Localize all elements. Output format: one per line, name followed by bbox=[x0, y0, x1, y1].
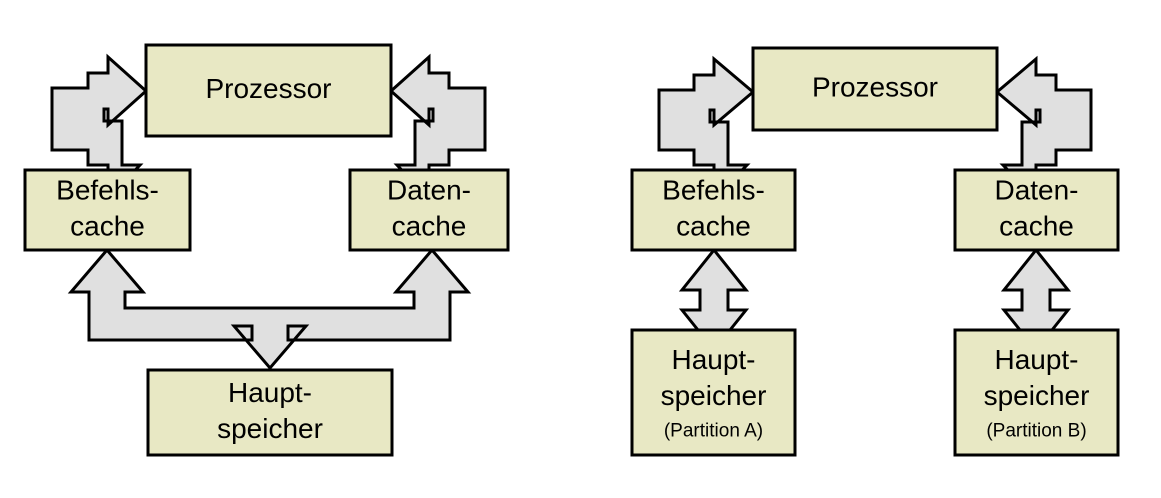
hauptspeicher-partition-b-box-rect bbox=[953, 328, 1120, 457]
bus-arrow-hauptspeicher-caches bbox=[67, 247, 472, 371]
befehls-cache-box-rect bbox=[23, 168, 192, 252]
prozessor-box-rect bbox=[144, 43, 393, 138]
befehls-cache-box-label-line-1: cache bbox=[676, 210, 751, 241]
daten-cache-box[interactable]: Daten-cache bbox=[348, 168, 510, 252]
hauptspeicher-partition-a-box-sublabel: (Partition A) bbox=[664, 421, 763, 442]
befehls-cache-box-label-line-1: cache bbox=[70, 210, 145, 241]
hauptspeicher-partition-a-box[interactable]: Haupt-speicher (Partition A) bbox=[630, 328, 797, 457]
befehls-cache-box-rect bbox=[630, 168, 797, 252]
daten-cache-box[interactable]: Daten-cache bbox=[953, 168, 1120, 252]
hauptspeicher-partition-a-box-rect bbox=[630, 328, 797, 457]
befehls-cache-box[interactable]: Befehls-cache bbox=[23, 168, 192, 252]
prozessor-box[interactable]: Prozessor bbox=[144, 43, 393, 138]
hauptspeicher-partition-a-box-label-line-1: speicher bbox=[661, 380, 767, 411]
diagram-geteilter-hauptspeicher: ProzessorBefehls-cacheDaten-cacheHaupt-s… bbox=[23, 43, 510, 457]
prozessor-box-label-line-0: Prozessor bbox=[812, 71, 938, 102]
daten-cache-box-label-line-0: Daten- bbox=[387, 174, 471, 205]
daten-cache-box-label-line-1: cache bbox=[999, 210, 1074, 241]
hauptspeicher-partition-a-box-label-line-0: Haupt- bbox=[671, 344, 755, 375]
hauptspeicher-partition-b-box[interactable]: Haupt-speicher (Partition B) bbox=[953, 328, 1120, 457]
hauptspeicher-partition-b-box-sublabel: (Partition B) bbox=[986, 421, 1086, 442]
hauptspeicher-partition-b-box-label-line-0: Haupt- bbox=[994, 344, 1078, 375]
hauptspeicher-box[interactable]: Haupt-speicher bbox=[146, 368, 394, 457]
daten-cache-box-label-line-1: cache bbox=[392, 210, 467, 241]
hauptspeicher-partition-b-box-label-line-1: speicher bbox=[984, 380, 1090, 411]
befehls-cache-box-label-line-0: Befehls- bbox=[662, 174, 765, 205]
prozessor-box[interactable]: Prozessor bbox=[751, 46, 999, 132]
daten-cache-box-rect bbox=[348, 168, 510, 252]
befehls-cache-box-label-line-0: Befehls- bbox=[56, 174, 159, 205]
hauptspeicher-box-rect bbox=[146, 368, 394, 457]
prozessor-box-label-line-0: Prozessor bbox=[205, 73, 331, 104]
prozessor-box-rect bbox=[751, 46, 999, 132]
hauptspeicher-box-label-line-0: Haupt- bbox=[228, 377, 312, 408]
daten-cache-box-label-line-0: Daten- bbox=[994, 174, 1078, 205]
hauptspeicher-box-label-line-1: speicher bbox=[217, 413, 323, 444]
diagram-partitionierter-hauptspeicher: ProzessorBefehls-cacheDaten-cacheHaupt-s… bbox=[630, 46, 1120, 457]
daten-cache-box-rect bbox=[953, 168, 1120, 252]
befehls-cache-box[interactable]: Befehls-cache bbox=[630, 168, 797, 252]
